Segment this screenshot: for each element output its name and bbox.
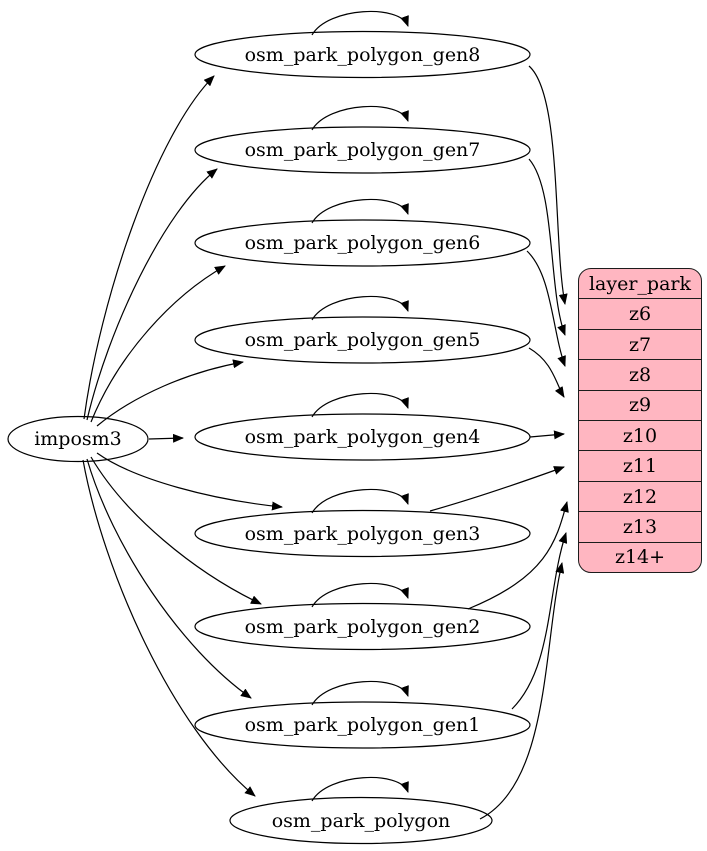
edge-gen8-z6 <box>528 65 568 305</box>
node-label-gen8: osm_park_polygon_gen8 <box>244 44 481 66</box>
edge-imposm3-polygon <box>82 459 256 797</box>
node-ellipse-gen2 <box>194 602 531 651</box>
layer-park-row-z13: z13 <box>579 511 701 541</box>
edge-imposm3-gen3 <box>96 452 283 511</box>
selfloop-gen7 <box>311 105 409 131</box>
edge-imposm3-gen5 <box>96 359 244 427</box>
layer-park-row-z12: z12 <box>579 480 701 511</box>
node-ellipse-imposm3 <box>7 415 149 463</box>
edge-imposm3-gen6 <box>90 265 226 423</box>
node-label-gen7: osm_park_polygon_gen7 <box>244 139 481 161</box>
layer-park-row-z9: z9 <box>579 389 701 420</box>
selfloop-gen8 <box>311 10 409 36</box>
edge-gen4-z10 <box>529 430 565 440</box>
node-ellipse-polygon <box>229 796 493 845</box>
node-label-gen2: osm_park_polygon_gen2 <box>244 616 481 638</box>
layer-park-row-z14: z14+ <box>579 541 701 572</box>
node-label-gen4: osm_park_polygon_gen4 <box>244 426 481 448</box>
edge-imposm3-gen2 <box>90 456 262 605</box>
node-label-imposm3: imposm3 <box>34 428 122 450</box>
node-ellipse-gen6 <box>194 219 531 267</box>
edge-gen2-z12 <box>467 501 569 610</box>
selfloop-gen2 <box>311 582 409 608</box>
node-ellipse-gen7 <box>194 126 531 174</box>
edge-gen1-z13 <box>511 532 568 710</box>
node-label-gen6: osm_park_polygon_gen6 <box>244 232 481 254</box>
layer-park-row-z7: z7 <box>579 328 701 359</box>
edge-gen3-z11 <box>429 466 565 512</box>
layer-park-row-z8: z8 <box>579 359 701 389</box>
selfloop-gen1 <box>311 680 409 706</box>
node-label-polygon: osm_park_polygon <box>271 810 451 832</box>
edge-imposm3-gen4 <box>148 433 184 443</box>
layer-park-title: layer_park <box>588 272 692 295</box>
layer-park-row-z6: z6 <box>579 298 701 328</box>
selfloop-gen5 <box>311 295 409 321</box>
node-label-gen5: osm_park_polygon_gen5 <box>244 329 481 351</box>
selfloop-gen6 <box>311 198 409 224</box>
edge-gen6-z8 <box>526 250 566 367</box>
layer-park-node: layer_park z6 z7 z8 z9 z10 z11 z12 z13 z… <box>578 268 702 573</box>
selfloop-gen4 <box>311 392 409 418</box>
edge-polygon-z14 <box>479 562 565 820</box>
edge-gen5-z9 <box>528 347 565 398</box>
layer-park-row-z10: z10 <box>579 420 701 450</box>
node-ellipse-gen5 <box>194 316 531 364</box>
edge-gen7-z7 <box>528 158 566 336</box>
edge-imposm3-gen8 <box>83 75 215 420</box>
node-label-gen3: osm_park_polygon_gen3 <box>244 523 481 545</box>
selfloop-gen3 <box>311 488 409 514</box>
node-ellipse-gen1 <box>194 701 531 749</box>
selfloop-polygon <box>311 776 409 802</box>
edge-imposm3-gen1 <box>86 458 252 699</box>
layer-park-row-z11: z11 <box>579 450 701 480</box>
edge-imposm3-gen7 <box>86 168 218 421</box>
node-ellipse-gen8 <box>194 30 531 79</box>
node-ellipse-gen3 <box>194 509 531 558</box>
node-label-gen1: osm_park_polygon_gen1 <box>244 714 481 736</box>
